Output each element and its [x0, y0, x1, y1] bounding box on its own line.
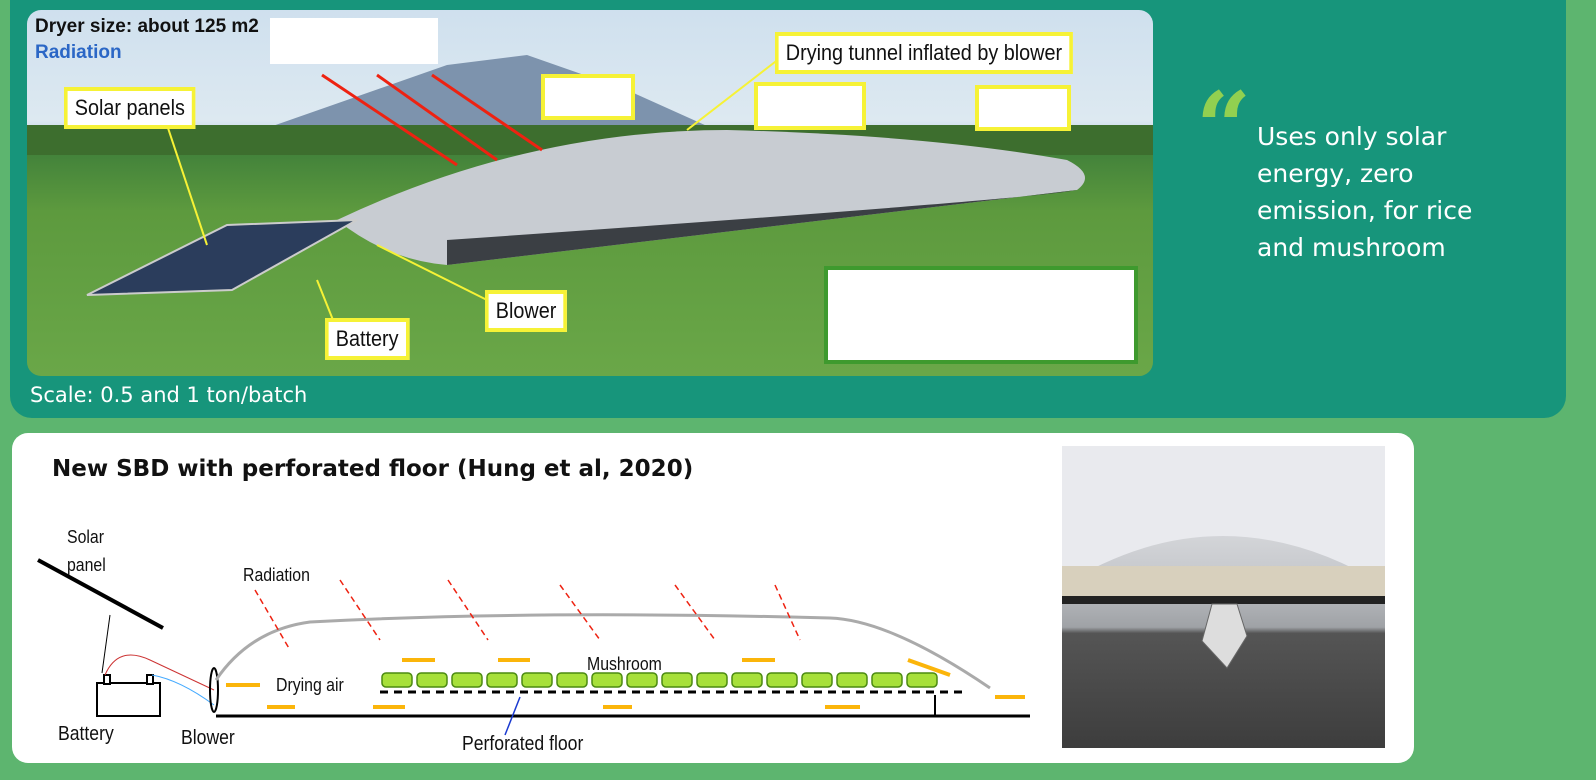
quote-icon: “	[1196, 71, 1252, 184]
mushroom-row	[381, 672, 938, 688]
label-solar-panel: Solar panel	[67, 527, 106, 575]
blank-box	[541, 74, 635, 120]
label-drying-air: Drying air	[276, 675, 344, 695]
blank-box	[270, 18, 438, 64]
label-battery: Battery	[325, 318, 410, 360]
blank-box	[824, 266, 1138, 364]
tunnel-interior-scene	[1062, 446, 1385, 669]
solar-dryer-photo: Dryer size: about 125 m2 Radiation Solar…	[27, 10, 1153, 376]
label-mushroom: Mushroom	[587, 654, 662, 674]
label-battery: Battery	[58, 723, 114, 745]
label-radiation: Radiation	[243, 565, 310, 585]
dryer-diagram	[37, 558, 1030, 736]
photo-scene	[27, 44, 1153, 331]
label-perforated-floor: Perforated floor	[462, 733, 584, 755]
label-blower: Blower	[181, 727, 235, 749]
label-solar-panels: Solar panels	[64, 87, 196, 129]
label-blower: Blower	[485, 290, 568, 332]
scale-text: Scale: 0.5 and 1 ton/batch	[30, 383, 308, 407]
overlap-text-a: Dryer size: about 125 m2	[35, 16, 259, 37]
tunnel-interior-photo	[1062, 446, 1385, 748]
section-title: New SBD with perforated floor (Hung et a…	[52, 456, 694, 482]
overlap-text-b: Radiation	[35, 42, 122, 63]
blank-box	[754, 82, 866, 130]
blank-box	[975, 85, 1071, 131]
quote-text: Uses only solar energy, zero emission, f…	[1257, 122, 1473, 262]
label-tunnel: Drying tunnel inflated by blower	[775, 32, 1073, 74]
